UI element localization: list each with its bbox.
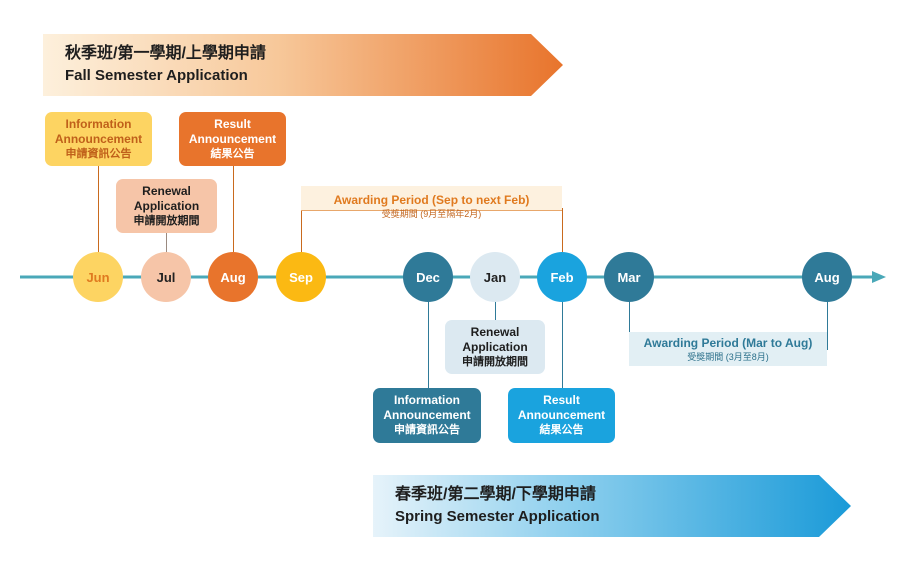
spring-semester-banner: 春季班/第二學期/下學期申請 Spring Semester Applicati… <box>373 475 851 537</box>
fall-result-zh: 結果公告 <box>210 147 255 160</box>
connector-spring-info <box>428 300 429 388</box>
spring-title-zh: 春季班/第二學期/下學期申請 <box>395 486 596 503</box>
spring-info-en1: Information <box>394 393 460 407</box>
fall-result-en2: Announcement <box>188 131 277 146</box>
spring-title-en: Spring Semester Application <box>395 508 600 525</box>
spring-renewal-en2: Application <box>462 339 528 354</box>
connector-awarding-aug <box>827 300 828 350</box>
fall-awarding-en: Awarding Period (Sep to next Feb) <box>333 193 530 207</box>
spring-renewal-box: Renewal Application 申請開放期間 <box>445 320 545 374</box>
month-sep: Sep <box>276 252 326 302</box>
spring-result-zh: 結果公告 <box>539 424 584 436</box>
month-jul: Jul <box>141 252 191 302</box>
fall-title-en: Fall Semester Application <box>65 67 248 84</box>
fall-info-zh: 申請資訊公告 <box>65 147 132 160</box>
spring-awarding-period: Awarding Period (Mar to Aug) 受獎期間 (3月至8月… <box>629 332 827 366</box>
spring-renewal-zh: 申請開放期間 <box>462 355 528 368</box>
month-jan: Jan <box>470 252 520 302</box>
connector-fall-result <box>233 166 234 252</box>
connector-fall-info <box>98 166 99 252</box>
spring-renewal-en1: Renewal <box>470 324 520 339</box>
fall-result-en1: Result <box>214 116 251 131</box>
spring-result-en1: Result <box>543 393 580 407</box>
spring-info-zh: 申請資訊公告 <box>394 424 460 436</box>
fall-result-box: Result Announcement 結果公告 <box>179 112 286 166</box>
spring-info-announcement-box: Information Announcement 申請資訊公告 <box>373 388 481 443</box>
month-aug-next: Aug <box>802 252 852 302</box>
fall-title-zh: 秋季班/第一學期/上學期申請 <box>65 45 266 62</box>
fall-awarding-zh: 受獎期間 (9月至隔年2月) <box>381 209 482 219</box>
month-mar: Mar <box>604 252 654 302</box>
fall-semester-banner: 秋季班/第一學期/上學期申請 Fall Semester Application <box>43 34 563 96</box>
connector-spring-renewal <box>495 300 496 320</box>
fall-renewal-box: Renewal Application 申請開放期間 <box>116 179 217 233</box>
fall-renewal-en2: Application <box>133 198 200 213</box>
connector-awarding-mar <box>629 300 630 350</box>
month-feb: Feb <box>537 252 587 302</box>
fall-renewal-zh: 申請開放期間 <box>133 214 200 227</box>
fall-info-en2: Announcement <box>54 131 143 146</box>
fall-info-en1: Information <box>65 116 132 131</box>
connector-awarding-sep <box>301 210 302 252</box>
spring-result-box: Result Announcement 結果公告 <box>508 388 615 443</box>
spring-awarding-en: Awarding Period (Mar to Aug) <box>643 336 813 350</box>
connector-fall-renewal <box>166 233 167 253</box>
fall-renewal-en1: Renewal <box>142 183 191 198</box>
month-dec: Dec <box>403 252 453 302</box>
month-jun: Jun <box>73 252 123 302</box>
spring-result-en2: Announcement <box>517 408 606 422</box>
connector-spring-result <box>562 300 563 388</box>
connector-awarding-feb <box>562 208 563 252</box>
month-aug: Aug <box>208 252 258 302</box>
fall-info-announcement-box: Information Announcement 申請資訊公告 <box>45 112 152 166</box>
spring-info-en2: Announcement <box>383 408 471 422</box>
spring-awarding-zh: 受獎期間 (3月至8月) <box>687 352 769 362</box>
fall-banner-arrow <box>43 34 563 96</box>
spring-banner-arrow <box>373 475 851 537</box>
fall-awarding-period: Awarding Period (Sep to next Feb) 受獎期間 (… <box>301 186 562 219</box>
